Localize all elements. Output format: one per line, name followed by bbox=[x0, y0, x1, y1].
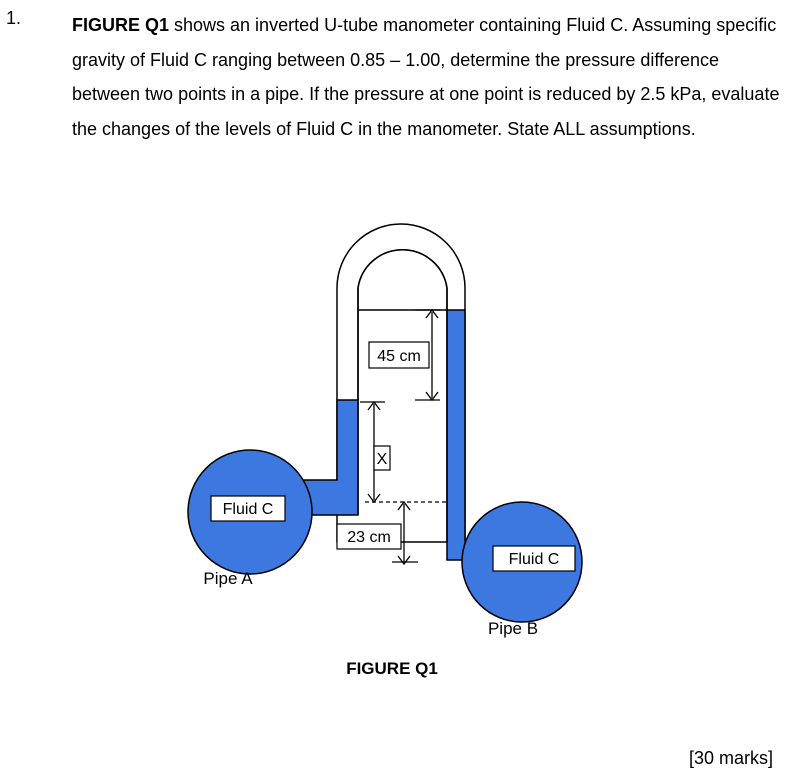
pipe-a-label: Pipe A bbox=[203, 569, 253, 588]
figure-reference: FIGURE Q1 bbox=[72, 15, 170, 35]
question-text: FIGURE Q1 shows an inverted U-tube manom… bbox=[72, 8, 780, 146]
pipe-b-fluid-label: Fluid C bbox=[509, 551, 560, 568]
dim-23-label: 23 cm bbox=[347, 529, 391, 546]
question-number: 1. bbox=[6, 8, 22, 28]
tube-inner-wall bbox=[357, 249, 448, 542]
figure-caption: FIGURE Q1 bbox=[346, 659, 438, 678]
marks-label: [30 marks] bbox=[688, 748, 773, 768]
dim-x-label: X bbox=[377, 451, 388, 468]
dim-45-label: 45 cm bbox=[377, 348, 421, 365]
pipe-b-label: Pipe B bbox=[488, 619, 538, 638]
question-body: shows an inverted U-tube manometer conta… bbox=[72, 15, 780, 139]
pipe-a-fluid-label: Fluid C bbox=[223, 501, 274, 518]
